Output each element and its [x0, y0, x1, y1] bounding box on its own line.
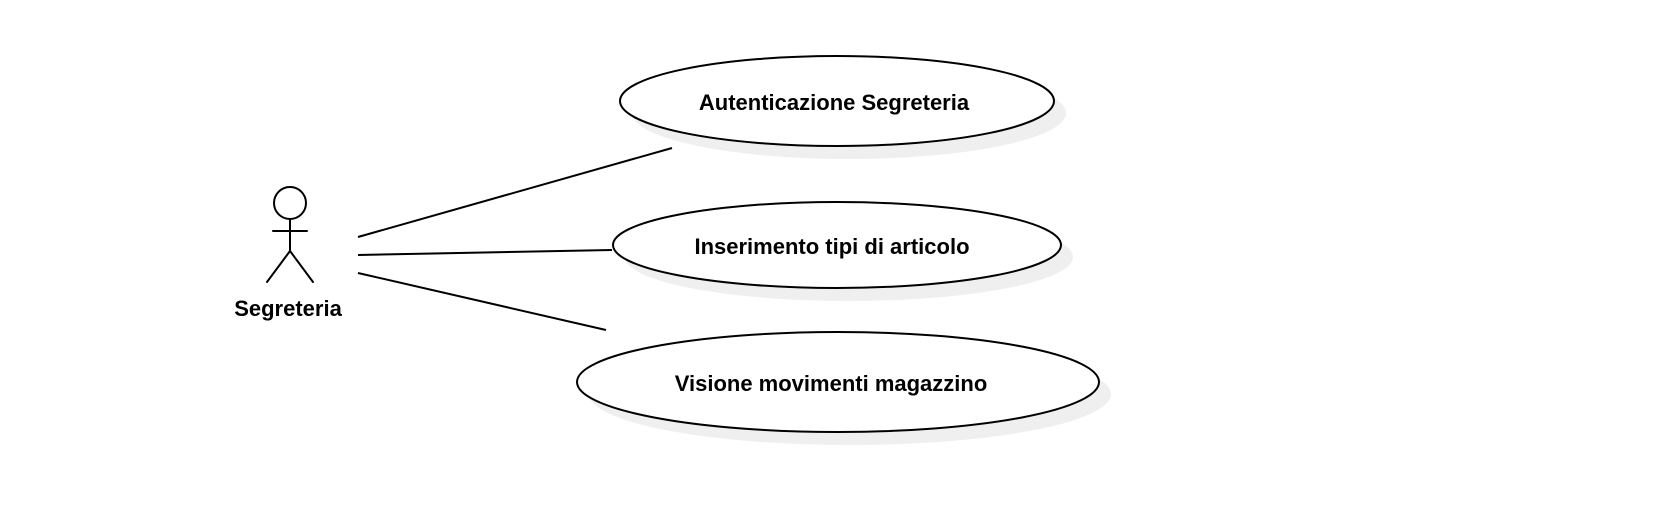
association-line-inserimento	[357, 249, 613, 256]
use-case-autenticazione-segreteria: Autenticazione Segreteria	[619, 55, 1066, 159]
use-case-ellipse	[576, 331, 1100, 433]
actor-right-leg	[289, 250, 314, 283]
use-case-visione-movimenti-magazzino: Visione movimenti magazzino	[576, 331, 1111, 445]
use-case-ellipse	[612, 201, 1062, 289]
use-case-inserimento-tipi-di-articolo: Inserimento tipi di articolo	[612, 201, 1073, 301]
actor-left-leg	[266, 250, 291, 283]
use-case-ellipse	[619, 55, 1055, 147]
use-case-label: Autenticazione Segreteria	[699, 90, 970, 115]
actor-segreteria: Segreteria	[234, 186, 343, 321]
actor-label: Segreteria	[234, 296, 342, 321]
use-case-label: Visione movimenti magazzino	[675, 371, 988, 396]
association-line-visione	[357, 272, 607, 331]
association-line-autenticazione	[357, 147, 673, 238]
use-case-label: Inserimento tipi di articolo	[694, 234, 969, 259]
actor-head	[273, 186, 307, 220]
